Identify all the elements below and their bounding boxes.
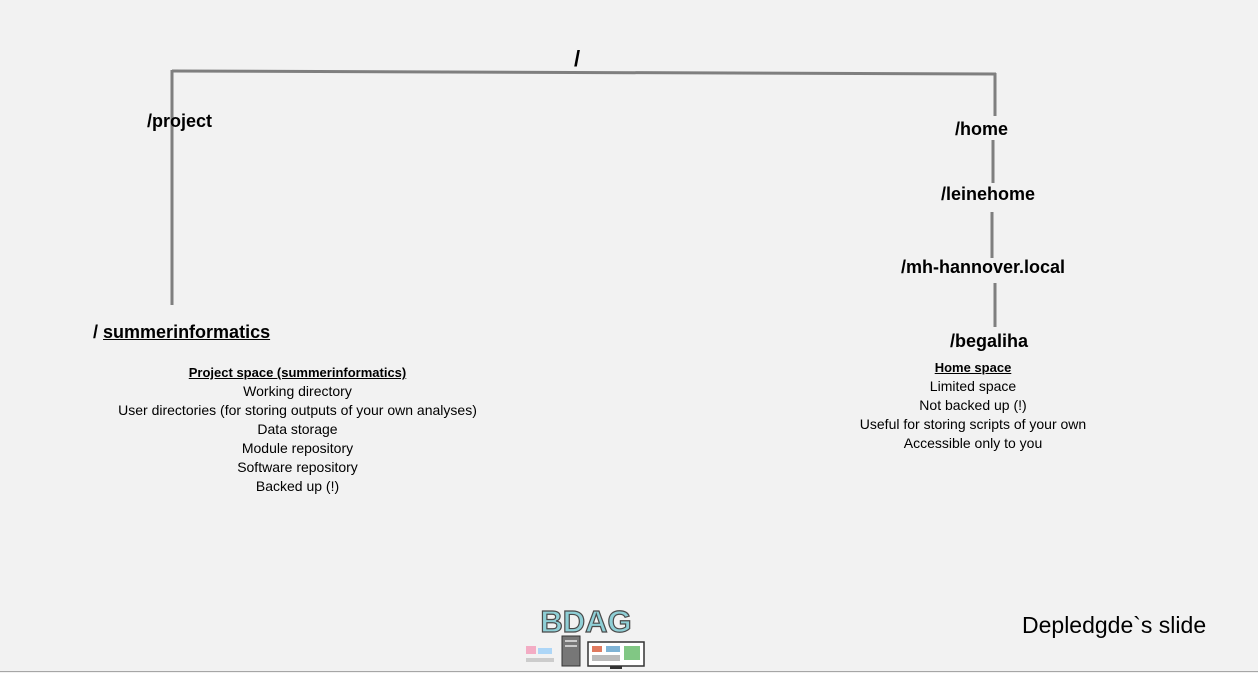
project-space-info: Project space (summerinformatics) Workin… — [100, 363, 495, 496]
bdag-logo-text: BDAG — [540, 604, 631, 639]
project-space-heading: Project space (summerinformatics) — [188, 365, 407, 380]
project-info-line: Backed up (!) — [255, 478, 340, 494]
root-node-label: / — [574, 46, 581, 71]
home-info-line: Not backed up (!) — [919, 397, 1027, 413]
project-info-line: Working directory — [243, 383, 352, 399]
bdag-logo: BDAG — [526, 603, 645, 669]
mh-hannover-node-label: /mh-hannover.local — [901, 257, 1066, 277]
leinehome-node-label: /leinehome — [941, 184, 1036, 204]
summerinformatics-node-label: / summerinformatics — [93, 323, 270, 341]
summerinformatics-name: summerinformatics — [103, 322, 271, 342]
home-space-info: Home space Limited space Not backed up (… — [843, 358, 1103, 453]
project-info-line: Data storage — [257, 421, 338, 437]
root-horizontal-line — [171, 69, 997, 76]
project-info-line: User directories (for storing outputs of… — [118, 402, 477, 418]
slide-credit: Depledgde`s slide — [1022, 612, 1207, 638]
home-info-line: Limited space — [929, 378, 1017, 394]
home-info-line: Useful for storing scripts of your own — [859, 416, 1087, 432]
home-info-line: Accessible only to you — [903, 435, 1043, 451]
project-info-line: Software repository — [237, 459, 358, 475]
begaliha-node-label: /begaliha — [950, 331, 1029, 351]
bottom-divider — [0, 671, 1258, 672]
project-info-line: Module repository — [241, 440, 354, 456]
home-space-heading: Home space — [934, 360, 1012, 375]
project-node-label: /project — [147, 111, 213, 131]
summerinformatics-slash: / — [93, 322, 99, 342]
home-node-label: /home — [955, 119, 1009, 139]
